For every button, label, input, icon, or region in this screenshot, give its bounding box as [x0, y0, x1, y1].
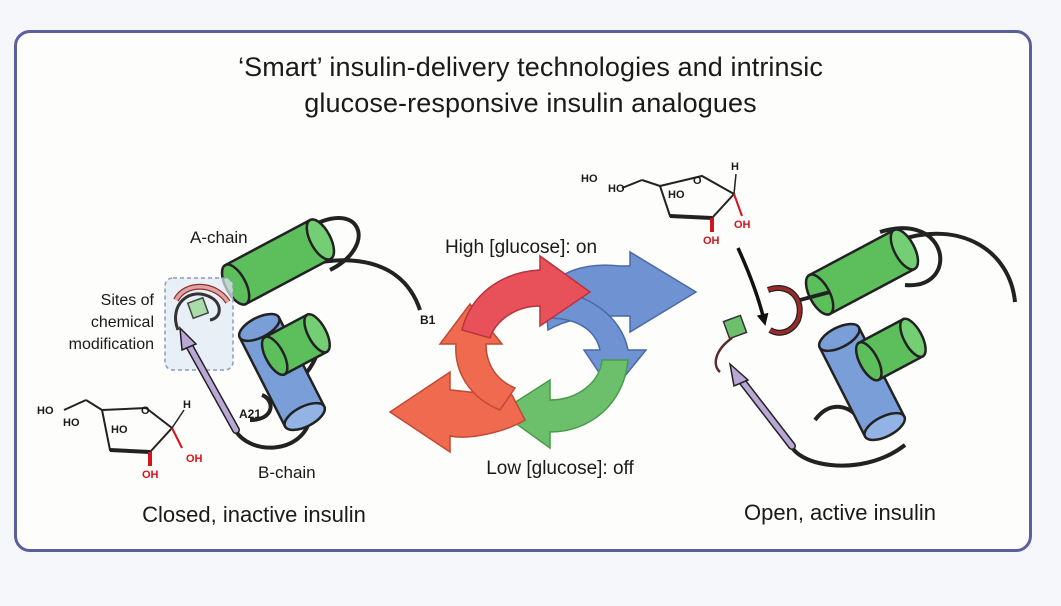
open-insulin-caption: Open, active insulin [744, 500, 936, 525]
linker-hook [174, 292, 221, 331]
sugar-structure-right: HO HO HO O H OH OH [581, 161, 751, 247]
chem-oh-2: OH [186, 453, 203, 465]
open-glucose-mimic-diamond [722, 314, 748, 340]
high-glucose-label: High [glucose]: on [445, 237, 597, 258]
chem-h-2: H [731, 161, 739, 173]
sites-label-2: chemical [91, 314, 154, 331]
open-insulin: HO HO HO O H OH OH [581, 161, 1017, 525]
chem-oh-3: OH [703, 235, 720, 247]
a21-end [249, 393, 273, 422]
chem-h-1: H [183, 399, 191, 411]
chem-ho-5: HO [608, 183, 625, 195]
open-linker [714, 336, 733, 373]
chem-ho-2: HO [63, 417, 80, 429]
open-b-chain-turn [788, 439, 907, 468]
chem-o-2: O [693, 175, 702, 187]
open-a-chain-helix-1 [804, 228, 920, 316]
a21-label: A21 [239, 407, 261, 421]
low-glucose-label: Low [glucose]: off [486, 458, 634, 479]
chem-ho-3: HO [111, 424, 128, 436]
open-a-chain-helix-2 [854, 317, 927, 382]
sugar-structure-left: HO HO HO O H OH OH [37, 399, 203, 481]
b-chain-arrowhead [179, 326, 198, 352]
b-chain-label: B-chain [258, 463, 316, 482]
title-line-1: ‘Smart’ insulin-delivery technologies an… [238, 52, 823, 82]
closed-insulin: A-chain B1 A21 B-chain Sites of chemical… [37, 216, 436, 527]
sites-label-3: modification [69, 336, 154, 353]
chem-oh-4: OH [734, 219, 751, 231]
b-chain-arrow [183, 337, 239, 433]
open-b-chain-arrowhead [728, 361, 750, 388]
chem-ho-6: HO [668, 189, 685, 201]
open-receptor-link [799, 290, 831, 302]
chem-ho-1: HO [37, 405, 54, 417]
glucose-mimic-diamond [186, 296, 210, 320]
closed-insulin-caption: Closed, inactive insulin [142, 502, 366, 527]
open-b-chain-helix [817, 322, 907, 442]
a-chain-label: A-chain [190, 228, 248, 247]
cycle-red-segment [461, 254, 592, 339]
title-line-2: glucose-responsive insulin analogues [304, 88, 757, 118]
open-b-chain-arrow [735, 373, 795, 449]
a-chain-helix-2 [260, 312, 331, 377]
receptor-arc [174, 285, 230, 304]
open-b-chain-tail [899, 231, 1017, 303]
open-a-chain-loop [879, 226, 943, 288]
b-chain-turn [233, 419, 312, 450]
a-chain-helix-1 [220, 218, 336, 306]
glucose-binding-arrow [736, 247, 769, 326]
glucose-cycle: High [glucose]: on Low [glucose]: off [388, 237, 698, 479]
chem-o-1: O [141, 405, 150, 417]
chem-oh-1: OH [142, 469, 159, 481]
open-receptor-arc [767, 286, 802, 335]
b1-label: B1 [420, 313, 436, 327]
sites-label-1: Sites of [101, 292, 155, 309]
cycle-salmon-segment [438, 302, 517, 411]
chem-ho-4: HO [581, 173, 598, 185]
cycle-green-segment [498, 359, 629, 450]
